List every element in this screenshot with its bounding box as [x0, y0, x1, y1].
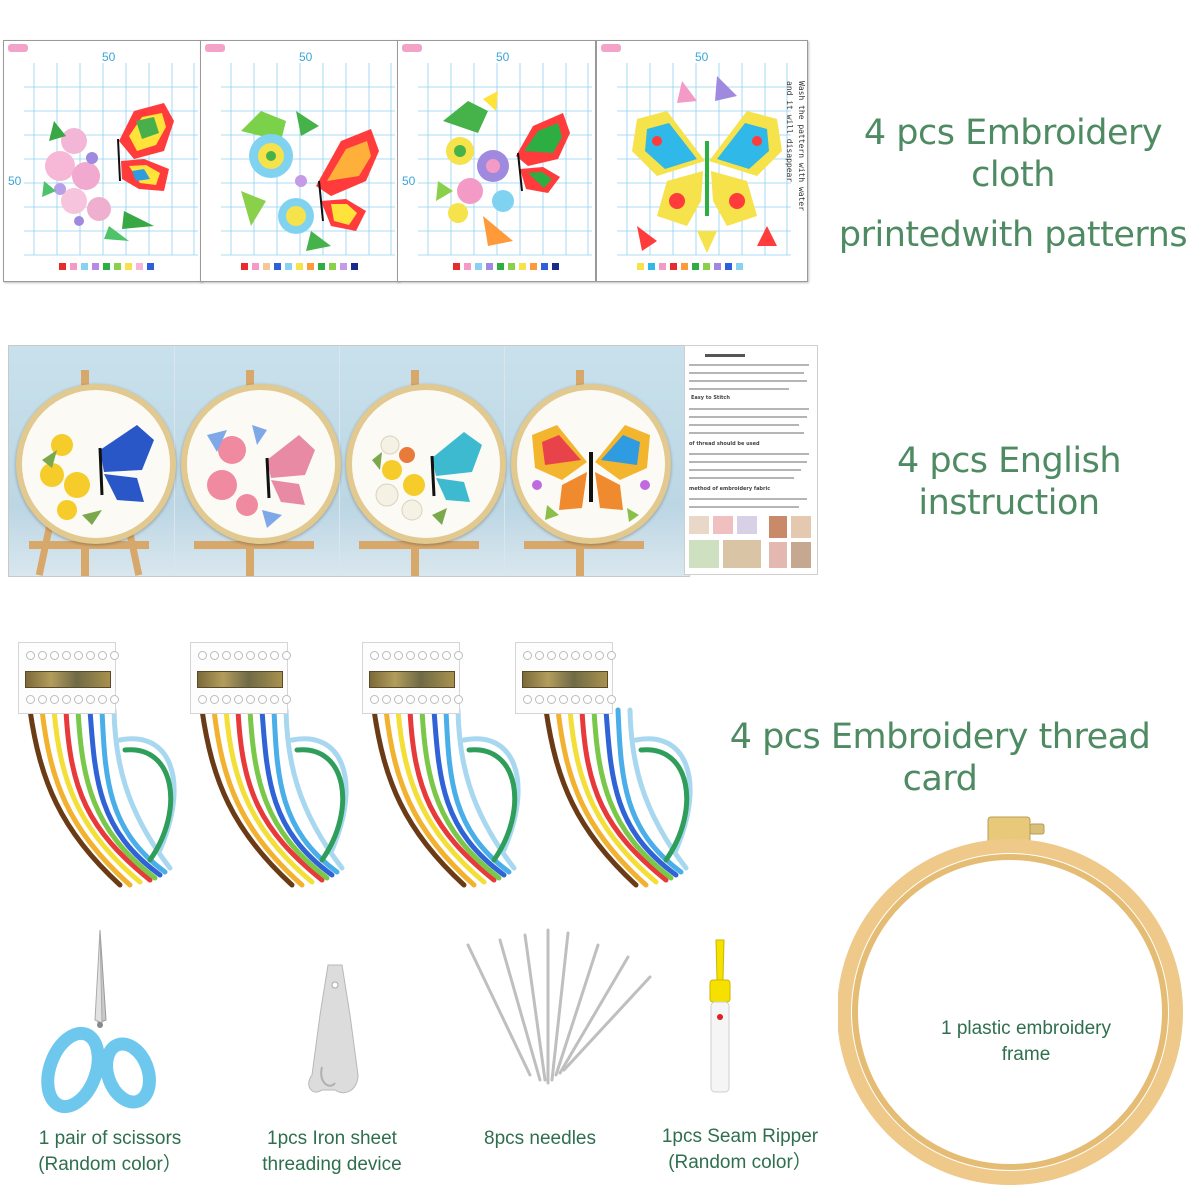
- scissors-icon: [41, 929, 156, 1114]
- color-swatches: [59, 263, 154, 270]
- grid-side-number: 50: [8, 174, 22, 188]
- instruction-card-2: [174, 346, 341, 576]
- grid-top-number: 50: [695, 50, 709, 64]
- pattern-card-1: 50 50: [3, 40, 202, 282]
- hoop-image: [16, 384, 176, 544]
- frame-label-line-1: 1 plastic embroidery: [940, 1018, 1112, 1039]
- threader-icon: [308, 964, 359, 1094]
- hoop-image: [346, 384, 506, 544]
- instruction-sheet: Easy to Stitch of thread should be used …: [684, 345, 818, 575]
- seam-ripper-label: 1pcs Seam Ripper (Random color）: [640, 1124, 840, 1175]
- grid-side-number: 50: [402, 174, 416, 188]
- hoop-image: [511, 384, 671, 544]
- scissors-label-line-1: 1 pair of scissors: [38, 1128, 182, 1149]
- pattern-grid: [601, 44, 791, 256]
- instruction-section-2: of thread should be used: [689, 441, 760, 447]
- instruction-cards-strip: [8, 345, 690, 577]
- scissors-label: 1 pair of scissors (Random color）: [10, 1126, 210, 1177]
- color-swatches: [241, 263, 358, 270]
- embroidery-hoop-icon: [838, 816, 1183, 1185]
- hoop-image: [181, 384, 341, 544]
- thread-card-3: [362, 642, 463, 714]
- instruction-section-1: Easy to Stitch: [691, 395, 730, 401]
- heading-english-instruction: 4 pcs English instruction: [896, 441, 1122, 523]
- wash-note: Wash the pattern with water and it will …: [783, 81, 813, 231]
- grid-top-number: 50: [299, 50, 313, 64]
- seam-ripper-label-line-2: (Random color）: [668, 1151, 812, 1173]
- instruction-card-3: [339, 346, 506, 576]
- color-swatches: [453, 263, 559, 270]
- instruction-section-3: method of embroidery fabric: [689, 486, 771, 492]
- threader-label-line-1: 1pcs Iron sheet: [267, 1128, 397, 1149]
- needles-icon: [466, 928, 652, 1085]
- grid-top-number: 50: [102, 50, 116, 64]
- heading-cloth-line-1: 4 pcs Embroidery cloth: [863, 113, 1163, 195]
- color-swatches: [637, 263, 743, 270]
- wash-note-line-1: Wash the pattern with water: [797, 81, 806, 212]
- instruction-card-1: [9, 346, 176, 576]
- heading-thread-card: 4 pcs Embroidery thread card: [729, 717, 1151, 799]
- threader-label-line-2: threading device: [262, 1153, 402, 1175]
- thread-bundles: [27, 707, 693, 888]
- needles-label: 8pcs needles: [484, 1128, 596, 1149]
- threader-label: 1pcs Iron sheet threading device: [232, 1126, 432, 1177]
- frame-label-line-2: frame: [1001, 1043, 1051, 1065]
- scissors-label-line-2: (Random color）: [38, 1153, 182, 1175]
- frame-label: 1 plastic embroidery frame: [906, 1016, 1146, 1067]
- seam-ripper-icon: [709, 939, 731, 1093]
- grid-top-number: 50: [496, 50, 510, 64]
- instruction-photos: [689, 516, 813, 570]
- wash-note-line-2: and it will disappear: [785, 81, 794, 183]
- pattern-card-2: 50: [200, 40, 399, 282]
- seam-ripper-label-line-1: 1pcs Seam Ripper: [661, 1126, 819, 1147]
- heading-embroidery-cloth: 4 pcs Embroidery cloth printedwith patte…: [828, 112, 1198, 256]
- instruction-card-4: [504, 346, 671, 576]
- pattern-card-3: 50 50: [397, 40, 596, 282]
- pattern-grid: [402, 44, 592, 256]
- thread-card-2: [190, 642, 291, 714]
- heading-cloth-line-2: printedwith patterns: [838, 215, 1188, 255]
- pattern-grid: [8, 44, 198, 256]
- thread-card-4: [515, 642, 616, 714]
- pattern-card-4: 50 Wash the pattern with water and it wi…: [596, 40, 808, 282]
- pattern-grid: [205, 44, 395, 256]
- thread-card-1: [18, 642, 119, 714]
